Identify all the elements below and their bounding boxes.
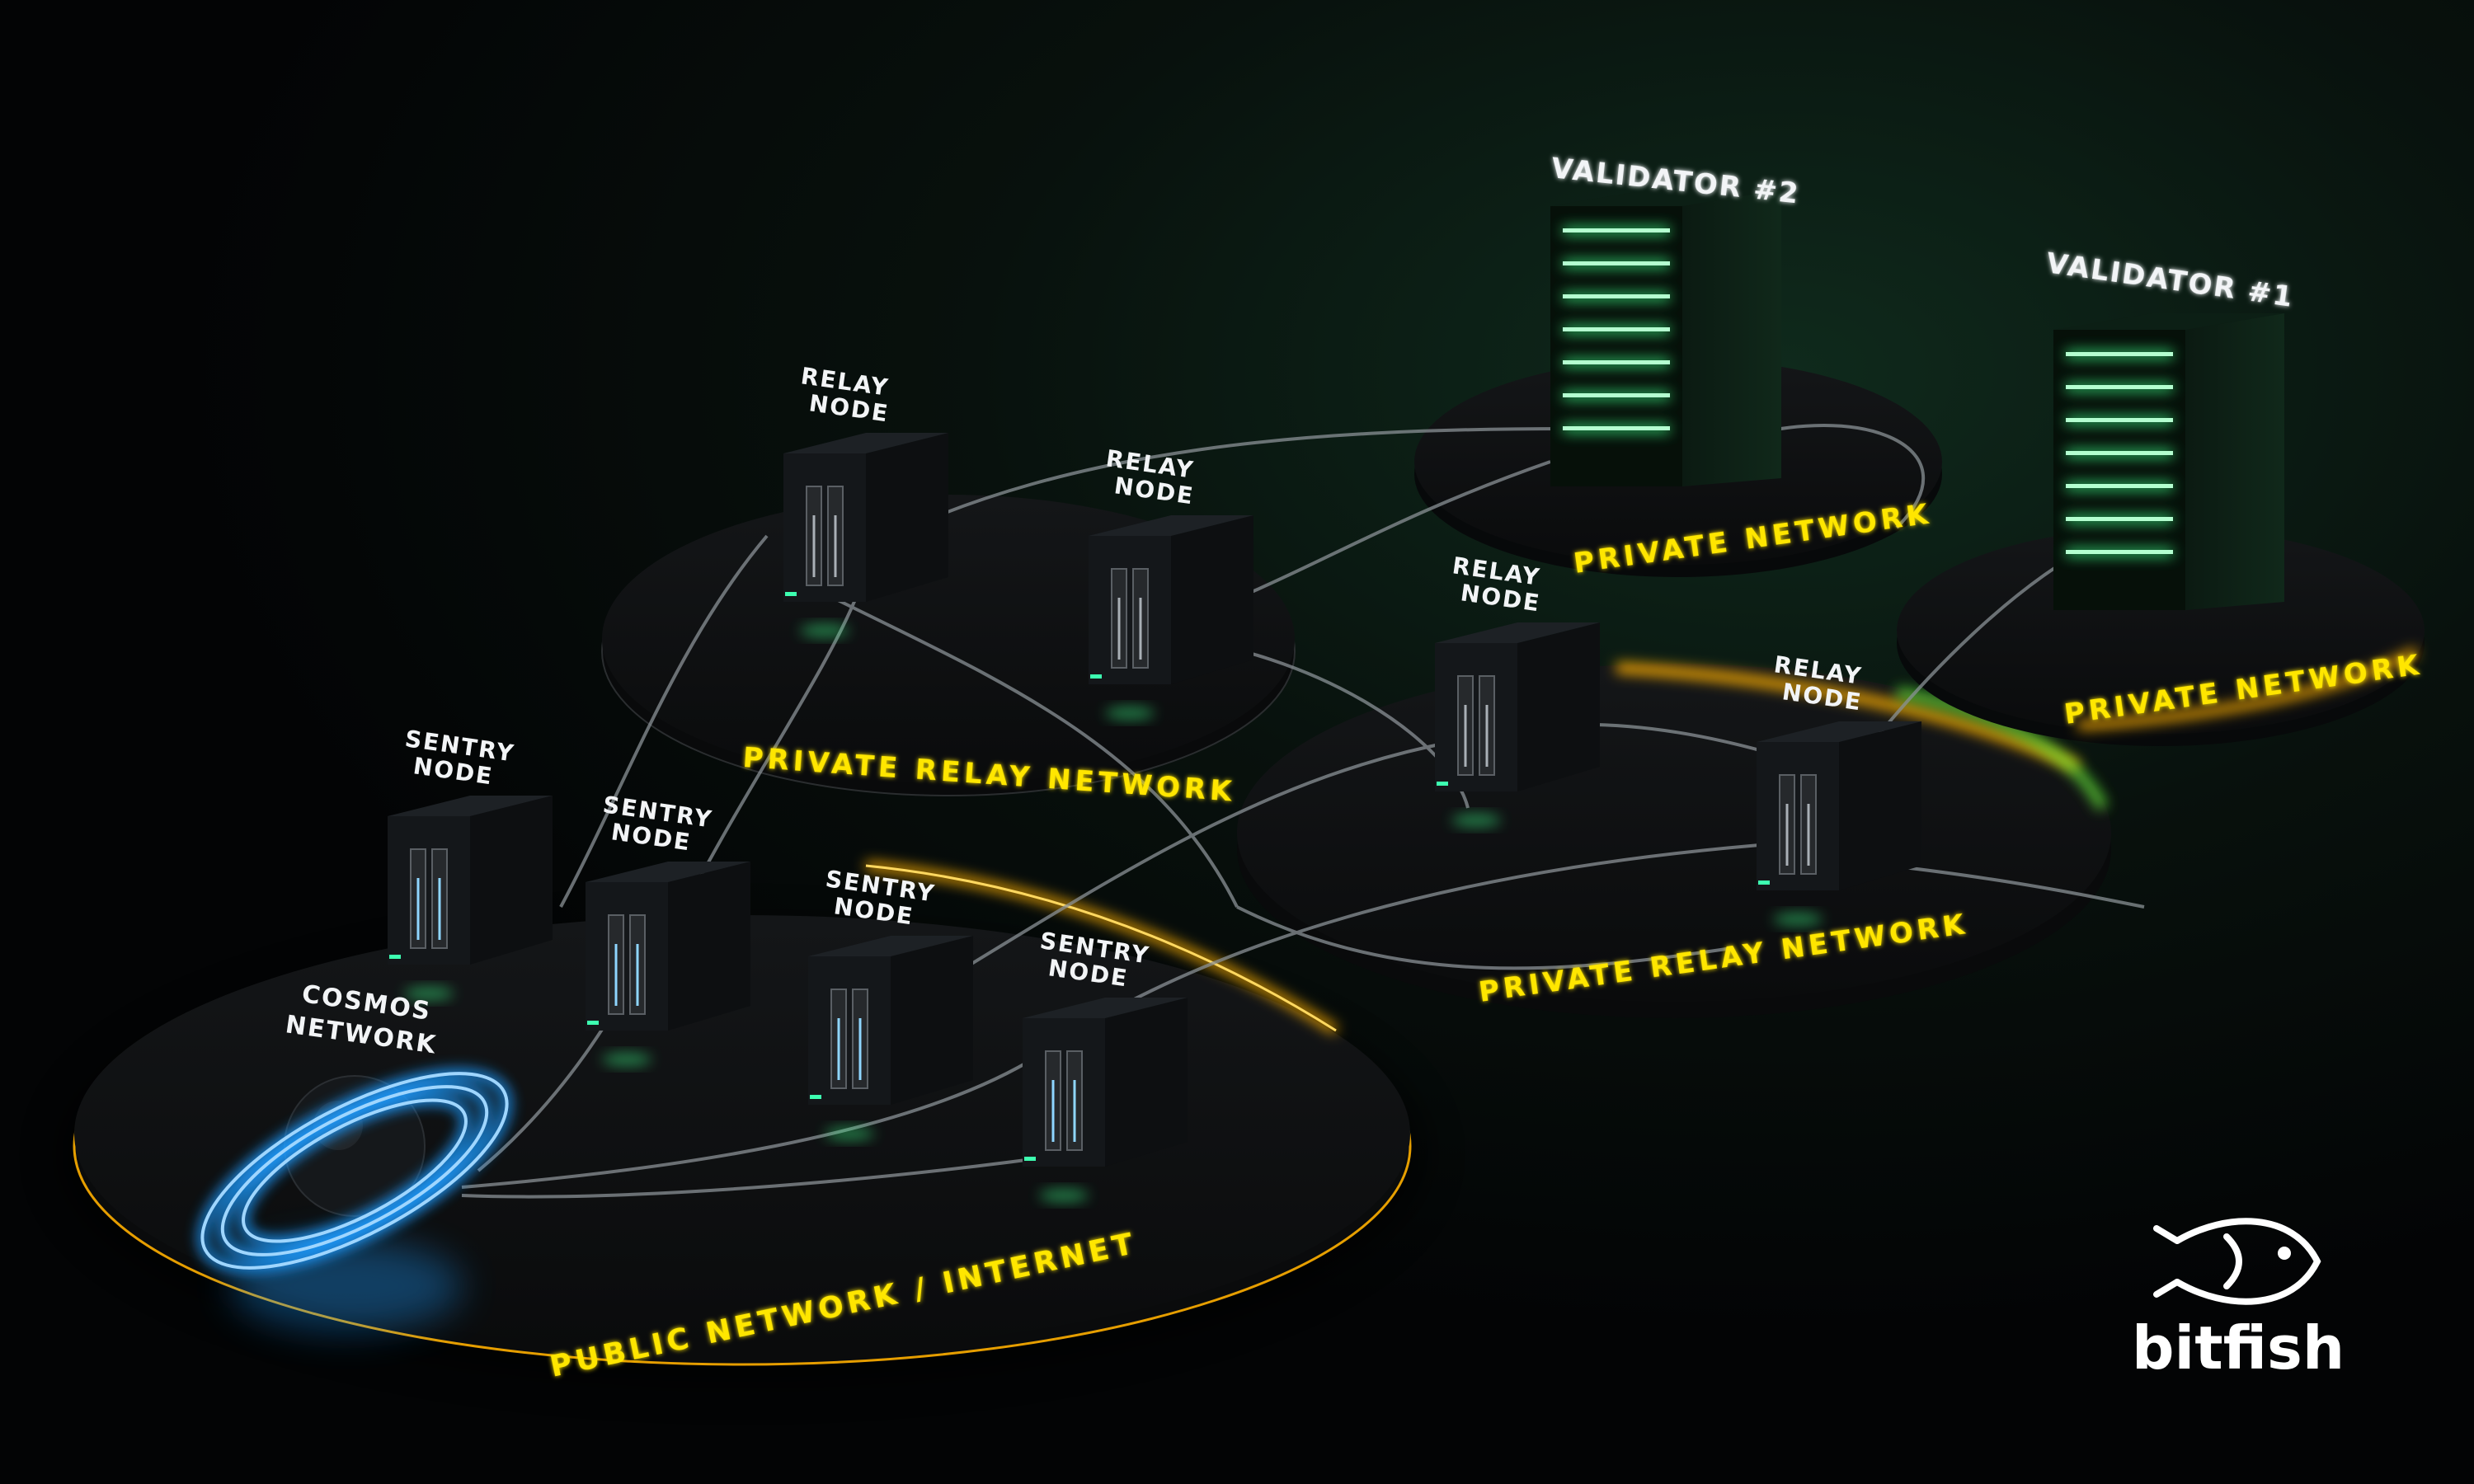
brand-logo: bitfish xyxy=(2132,1218,2345,1383)
validator-1-leds xyxy=(2066,350,2173,556)
validator-2: VALIDATOR #2 xyxy=(1550,152,1801,486)
brand-name: bitfish xyxy=(2132,1313,2345,1383)
platform-private-network-b xyxy=(1897,528,2425,746)
validator-2-leds xyxy=(1563,227,1670,433)
fish-icon xyxy=(2153,1218,2321,1305)
cosmos-rings xyxy=(197,1068,512,1273)
cosmos-network: COSMOS NETWORK xyxy=(197,979,512,1331)
